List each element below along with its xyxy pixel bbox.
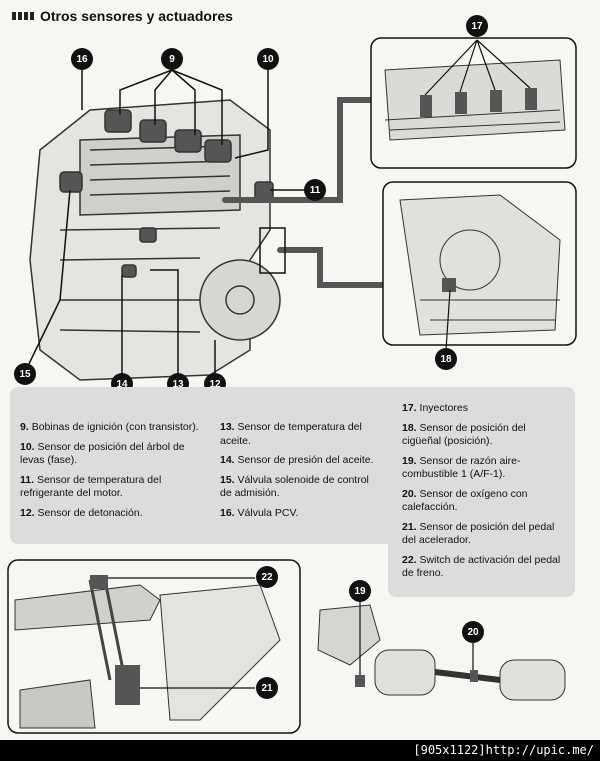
legend-item: 19. Sensor de razón aire-combustible 1 (… bbox=[402, 454, 521, 481]
callout-badge: 10 bbox=[257, 48, 279, 70]
legend-item: 16. Válvula PCV. bbox=[220, 506, 299, 519]
callout-badge: 22 bbox=[256, 566, 278, 588]
callout-badge: 17 bbox=[466, 15, 488, 37]
injector-inset-drawing bbox=[370, 37, 577, 169]
callout-badge: 21 bbox=[256, 677, 278, 699]
legend-item: 21. Sensor de posición del pedal del ace… bbox=[402, 520, 555, 547]
callout-badge: 18 bbox=[435, 348, 457, 370]
callout-badge: 20 bbox=[462, 621, 484, 643]
engine-illustration bbox=[7, 37, 577, 734]
pedal-inset-drawing bbox=[7, 559, 301, 734]
callout-badge: 16 bbox=[71, 48, 93, 70]
legend-item: 9. Bobinas de ignición (con transistor). bbox=[20, 421, 199, 433]
legend-item: 15. Válvula solenoide de control de admi… bbox=[220, 473, 369, 500]
legend-item: 14. Sensor de presión del aceite. bbox=[220, 454, 374, 466]
footer-bar: [905x1122]http://upic.me/ bbox=[0, 740, 600, 761]
legend-item: 18. Sensor de posición del cigüeñal (pos… bbox=[402, 421, 526, 448]
engine-block-drawing bbox=[29, 99, 281, 381]
legend-item: 17. Inyectores bbox=[402, 402, 468, 414]
legend-item: 11. Sensor de temperatura del refrigeran… bbox=[20, 473, 162, 500]
exhaust-drawing bbox=[317, 602, 566, 701]
legend-column-right: 17. Inyectores 18. Sensor de posición de… bbox=[402, 402, 567, 587]
legend-item: 12. Sensor de detonación. bbox=[20, 506, 143, 519]
title-bar: Otros sensores y actuadores bbox=[12, 8, 233, 24]
legend-panel-right bbox=[388, 387, 575, 597]
callout-badge: 11 bbox=[304, 179, 326, 201]
legend-item: 20. Sensor de oxígeno con calefacción. bbox=[402, 487, 528, 514]
legend-column-middle: 13. Sensor de temperatura del aceite. 14… bbox=[220, 421, 380, 526]
footer-watermark: [905x1122]http://upic.me/ bbox=[413, 743, 594, 757]
document-page: Otros sensores y actuadores 16 9 10 17 1… bbox=[0, 0, 600, 740]
legend-item: 22. Switch de activación del pedal de fr… bbox=[402, 553, 561, 580]
legend-item: 13. Sensor de temperatura del aceite. bbox=[220, 421, 362, 447]
crank-sensor-inset-drawing bbox=[382, 181, 577, 351]
callout-badge: 15 bbox=[14, 363, 36, 385]
callout-badge: 9 bbox=[161, 48, 183, 70]
legend-column-left: 9. Bobinas de ignición (con transistor).… bbox=[20, 421, 200, 526]
page-title: Otros sensores y actuadores bbox=[40, 8, 233, 24]
legend-item: 10. Sensor de posición del árbol de leva… bbox=[20, 440, 185, 467]
title-marker-icon bbox=[12, 12, 34, 20]
callout-badge: 19 bbox=[349, 580, 371, 602]
